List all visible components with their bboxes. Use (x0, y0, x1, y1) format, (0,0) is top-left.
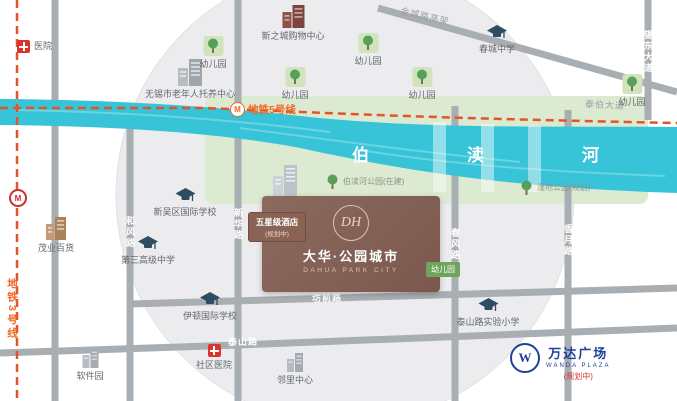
road-fangqian (129, 284, 677, 308)
road-label-taishan: 泰山路 (227, 336, 259, 348)
poi-chuncheng-school: 春城中学 (479, 25, 515, 54)
poi-label: 春城中学 (478, 44, 516, 54)
poi-no3-high-school: 第三高级中学 (121, 236, 175, 265)
building-icon (177, 59, 202, 86)
poi-label: 无锡市老年人托养中心 (144, 89, 236, 99)
poi-software-park: 软件园 (76, 348, 104, 381)
graduation-cap-icon (199, 292, 220, 305)
tree-icon (521, 180, 532, 195)
hotel-badge-label: 五星级酒店 (255, 217, 299, 227)
poi-xinzhicheng-mall: 新之城购物中心 (261, 4, 325, 41)
poi-neighborhood-center: 邻里中心 (277, 352, 313, 385)
poi-label: 湿地公园(规划) (537, 183, 591, 193)
poi-label: 幼儿园 (199, 59, 227, 69)
graduation-cap-icon (174, 188, 195, 201)
project-name-en: DAHUA PARK CITY (303, 267, 399, 274)
poi-label: 新吴区国际学校 (153, 207, 217, 217)
graduation-cap-icon (477, 298, 498, 311)
poi-maoye: 茂业百货 (38, 216, 74, 253)
poi-kindergarten-5: 幼儿园 (618, 74, 646, 107)
kindergarten-parcel (202, 36, 223, 56)
wanda-status: (规划中) (563, 372, 593, 381)
road-label-fangqian: 坊前路 (311, 292, 343, 304)
building-icon (286, 353, 303, 372)
hotel-badge-status: (规划中) (265, 231, 289, 238)
hospital-cross-icon (17, 40, 30, 53)
wanda-text: 万达广场 WANDA PLAZA (规划中) (546, 343, 610, 382)
poi-label: 伊顿国际学校 (182, 311, 238, 321)
project-name: 大华·公园城市 (302, 249, 400, 264)
poi-wanda-plaza: W 万达广场 WANDA PLAZA (规划中) (510, 343, 610, 382)
poi-label: 茂业百货 (37, 243, 75, 253)
hospital-cross-icon (207, 344, 221, 357)
poi-kindergarten-2: 幼儿园 (281, 67, 309, 100)
metro-line5-label: M 地铁5号线 (230, 102, 296, 117)
metro-icon: M (230, 102, 245, 117)
kindergarten-parcel (357, 33, 378, 53)
metro-line3-label: 地铁3号线 (6, 278, 18, 341)
poi-eton-school: 伊顿国际学校 (183, 292, 237, 321)
road-taishan (0, 324, 677, 357)
poi-community-hospital: 社区医院 (196, 344, 232, 370)
river-waves (14, 109, 666, 177)
river-bridges (433, 122, 541, 192)
wanda-name-en: WANDA PLAZA (546, 363, 611, 369)
poi-label: 幼儿园 (408, 90, 436, 100)
poi-kindergarten-1: 幼儿园 (199, 36, 227, 69)
tree-icon (416, 69, 427, 84)
project-logo: DH (333, 205, 369, 241)
wanda-logo-icon: W (510, 343, 540, 373)
poi-label: 幼儿园 (618, 97, 646, 107)
graduation-cap-icon (486, 25, 507, 38)
poi-label: 软件园 (76, 371, 104, 381)
poi-label: 幼儿园 (354, 56, 382, 66)
tree-icon (207, 38, 218, 53)
building-icon (81, 349, 98, 368)
poi-label: 社区医院 (195, 360, 233, 370)
road-label-hefeng: 和风路 (125, 216, 135, 249)
mall-building-icon (281, 5, 304, 28)
poi-xinwu-intl-school: 新吴区国际学校 (153, 188, 217, 217)
poi-label: 泰山路实验小学 (456, 317, 520, 327)
poi-wetland-park: 湿地公园(规划) (520, 180, 590, 196)
kindergarten-parcel (284, 67, 305, 87)
road-label-xiangyue: 香月路 (563, 224, 573, 257)
poi-label: 邻里中心 (276, 375, 314, 385)
poi-elder-care-center: 无锡市老年人托养中心 (145, 58, 235, 99)
kindergarten-parcel (411, 67, 432, 87)
poi-kindergarten-3: 幼儿园 (354, 33, 382, 66)
poi-taishan-primary: 泰山路实验小学 (456, 298, 520, 327)
tree-icon (327, 174, 338, 189)
hotel-badge: 五星级酒店 (规划中) (248, 212, 306, 242)
poi-label: 伯渎河公园(在建) (343, 177, 405, 187)
tree-icon (362, 35, 373, 50)
poi-label: 第三高级中学 (120, 255, 176, 265)
road-label-chunfeng: 春风路 (450, 228, 460, 261)
metro-station-icon: M (9, 189, 27, 207)
poi-label: 新之城购物中心 (261, 31, 325, 41)
poi-label: 幼儿园 (281, 90, 309, 100)
river (0, 99, 677, 193)
department-store-icon (45, 217, 66, 240)
river-name: 伯渎河 (352, 146, 677, 165)
tree-icon (626, 76, 637, 91)
wanda-name: 万达广场 (548, 346, 609, 361)
project-parcel: DH 大华·公园城市 DAHUA PARK CITY (262, 196, 440, 292)
poi-riverside-park: 伯渎河公园(在建) (326, 174, 404, 190)
road-label-xidong: 锡东大道 (643, 30, 653, 74)
project-kindergarten-badge: 幼儿园 (426, 262, 460, 277)
poi-kindergarten-4: 幼儿园 (408, 67, 436, 100)
metro-line5-text: 地铁5号线 (248, 104, 296, 116)
poi-label: 医院 (34, 41, 53, 52)
kindergarten-parcel (621, 74, 642, 94)
tree-icon (289, 69, 300, 84)
poi-hospital-nw: 医院 (17, 40, 52, 53)
road-label-xinhua: 新华路 (233, 208, 243, 241)
graduation-cap-icon (137, 236, 158, 249)
